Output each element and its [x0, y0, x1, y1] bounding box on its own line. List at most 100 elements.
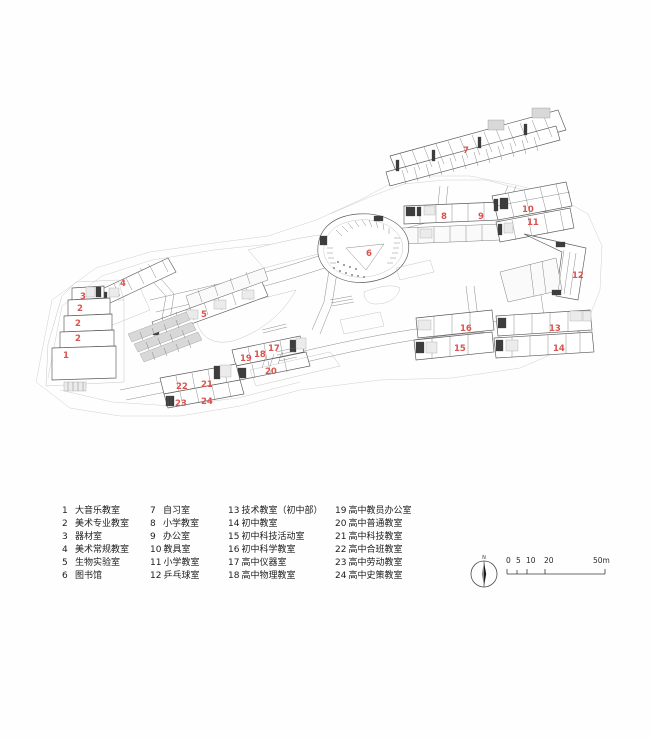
room-number-23: 23 [175, 399, 187, 409]
legend-item-label: 初中教室 [241, 519, 278, 529]
scale-tick-0: 0 [506, 556, 511, 565]
room-number-1: 1 [63, 351, 69, 361]
room-number-7: 7 [463, 146, 469, 156]
building-10-11 [491, 181, 575, 243]
scale-tick-10: 10 [526, 556, 536, 565]
room-number-19: 19 [240, 354, 252, 364]
legend-item-5: 5 生物实验室 [62, 557, 150, 570]
legend-item-label: 技术教室（初中部） [241, 506, 323, 516]
legend-item-number: 5 [62, 558, 68, 568]
building-6-library [317, 213, 410, 283]
room-number-17: 17 [268, 344, 280, 354]
building-1-2-3 [45, 279, 125, 392]
room-number-12: 12 [572, 271, 584, 281]
legend-item-label: 办公室 [163, 532, 191, 542]
room-number-24: 24 [201, 397, 213, 407]
room-number-5: 5 [201, 310, 207, 320]
legend-item-label: 初中科技活动室 [241, 532, 305, 542]
legend-item-label: 高中史策教室 [348, 571, 403, 581]
room-number-20: 20 [265, 367, 277, 377]
room-number-4: 4 [120, 279, 126, 289]
legend-item-number: 23 [335, 558, 347, 568]
legend-item-label: 初中科学教室 [241, 545, 296, 555]
legend-item-3: 3 器材室 [62, 531, 150, 544]
legend-item-number: 6 [62, 571, 68, 581]
legend-item-label: 小学教室 [163, 519, 200, 529]
legend-item-label: 高中教员办公室 [348, 506, 412, 516]
compass-north-letter: N [482, 555, 486, 561]
legend-item-number: 12 [150, 571, 162, 581]
room-number-6: 6 [366, 249, 372, 259]
legend-item-number: 24 [335, 571, 347, 581]
legend-item-label: 高中劳动教室 [348, 558, 403, 568]
legend-item-label: 高中合班教室 [348, 545, 403, 555]
legend-item-number: 15 [228, 532, 240, 542]
north-arrow-icon: N [470, 555, 498, 588]
building-8-9 [401, 201, 501, 245]
scale-tick-5: 5 [516, 556, 521, 565]
legend-item-label: 自习室 [163, 506, 191, 516]
legend-item-label: 高中科技教室 [348, 532, 403, 542]
legend-item-number: 2 [62, 519, 68, 529]
room-number-2: 2 [77, 304, 83, 314]
legend-item-label: 生物实验室 [75, 558, 121, 568]
room-number-21: 21 [201, 380, 213, 390]
legend-item-number: 16 [228, 545, 240, 555]
building-15-16 [413, 309, 495, 361]
site-boundary [35, 175, 603, 417]
building-13-14 [493, 309, 595, 359]
legend-item-number: 13 [228, 506, 240, 516]
scale-bar-graphic [506, 569, 606, 575]
legend-item-label: 高中仪器室 [241, 558, 287, 568]
legend-item-6: 6 图书馆 [62, 570, 150, 583]
legend-item-number: 18 [228, 571, 240, 581]
room-number-18: 18 [254, 350, 266, 360]
scale-end-label: 50m [593, 556, 610, 565]
building-4 [99, 257, 177, 305]
room-number-2: 2 [75, 319, 81, 329]
legend-item-7: 7 自习室 [150, 505, 228, 518]
legend-item-number: 8 [150, 519, 156, 529]
legend-item-number: 21 [335, 532, 347, 542]
legend-item-number: 4 [62, 545, 68, 555]
paving-areas [249, 259, 435, 387]
building-7 [385, 107, 567, 187]
legend-item-label: 器材室 [75, 532, 103, 542]
legend-item-label: 图书馆 [75, 571, 103, 581]
legend-item-number: 19 [335, 506, 347, 516]
legend-item-number: 3 [62, 532, 68, 542]
stairs-ramps [261, 295, 355, 362]
terrace-steps [127, 311, 203, 363]
legend-item-number: 22 [335, 545, 347, 555]
legend-item-label: 小学教室 [163, 558, 200, 568]
room-number-11: 11 [527, 218, 539, 228]
legend-item-label: 大音乐教室 [75, 506, 121, 516]
legend-item-number: 10 [150, 545, 162, 555]
legend-item-label: 高中普通教室 [348, 519, 403, 529]
site-plan-svg: .ln { fill:none; stroke:#8c8c8c; stroke-… [35, 107, 603, 417]
legend-item-number: 7 [150, 506, 156, 516]
